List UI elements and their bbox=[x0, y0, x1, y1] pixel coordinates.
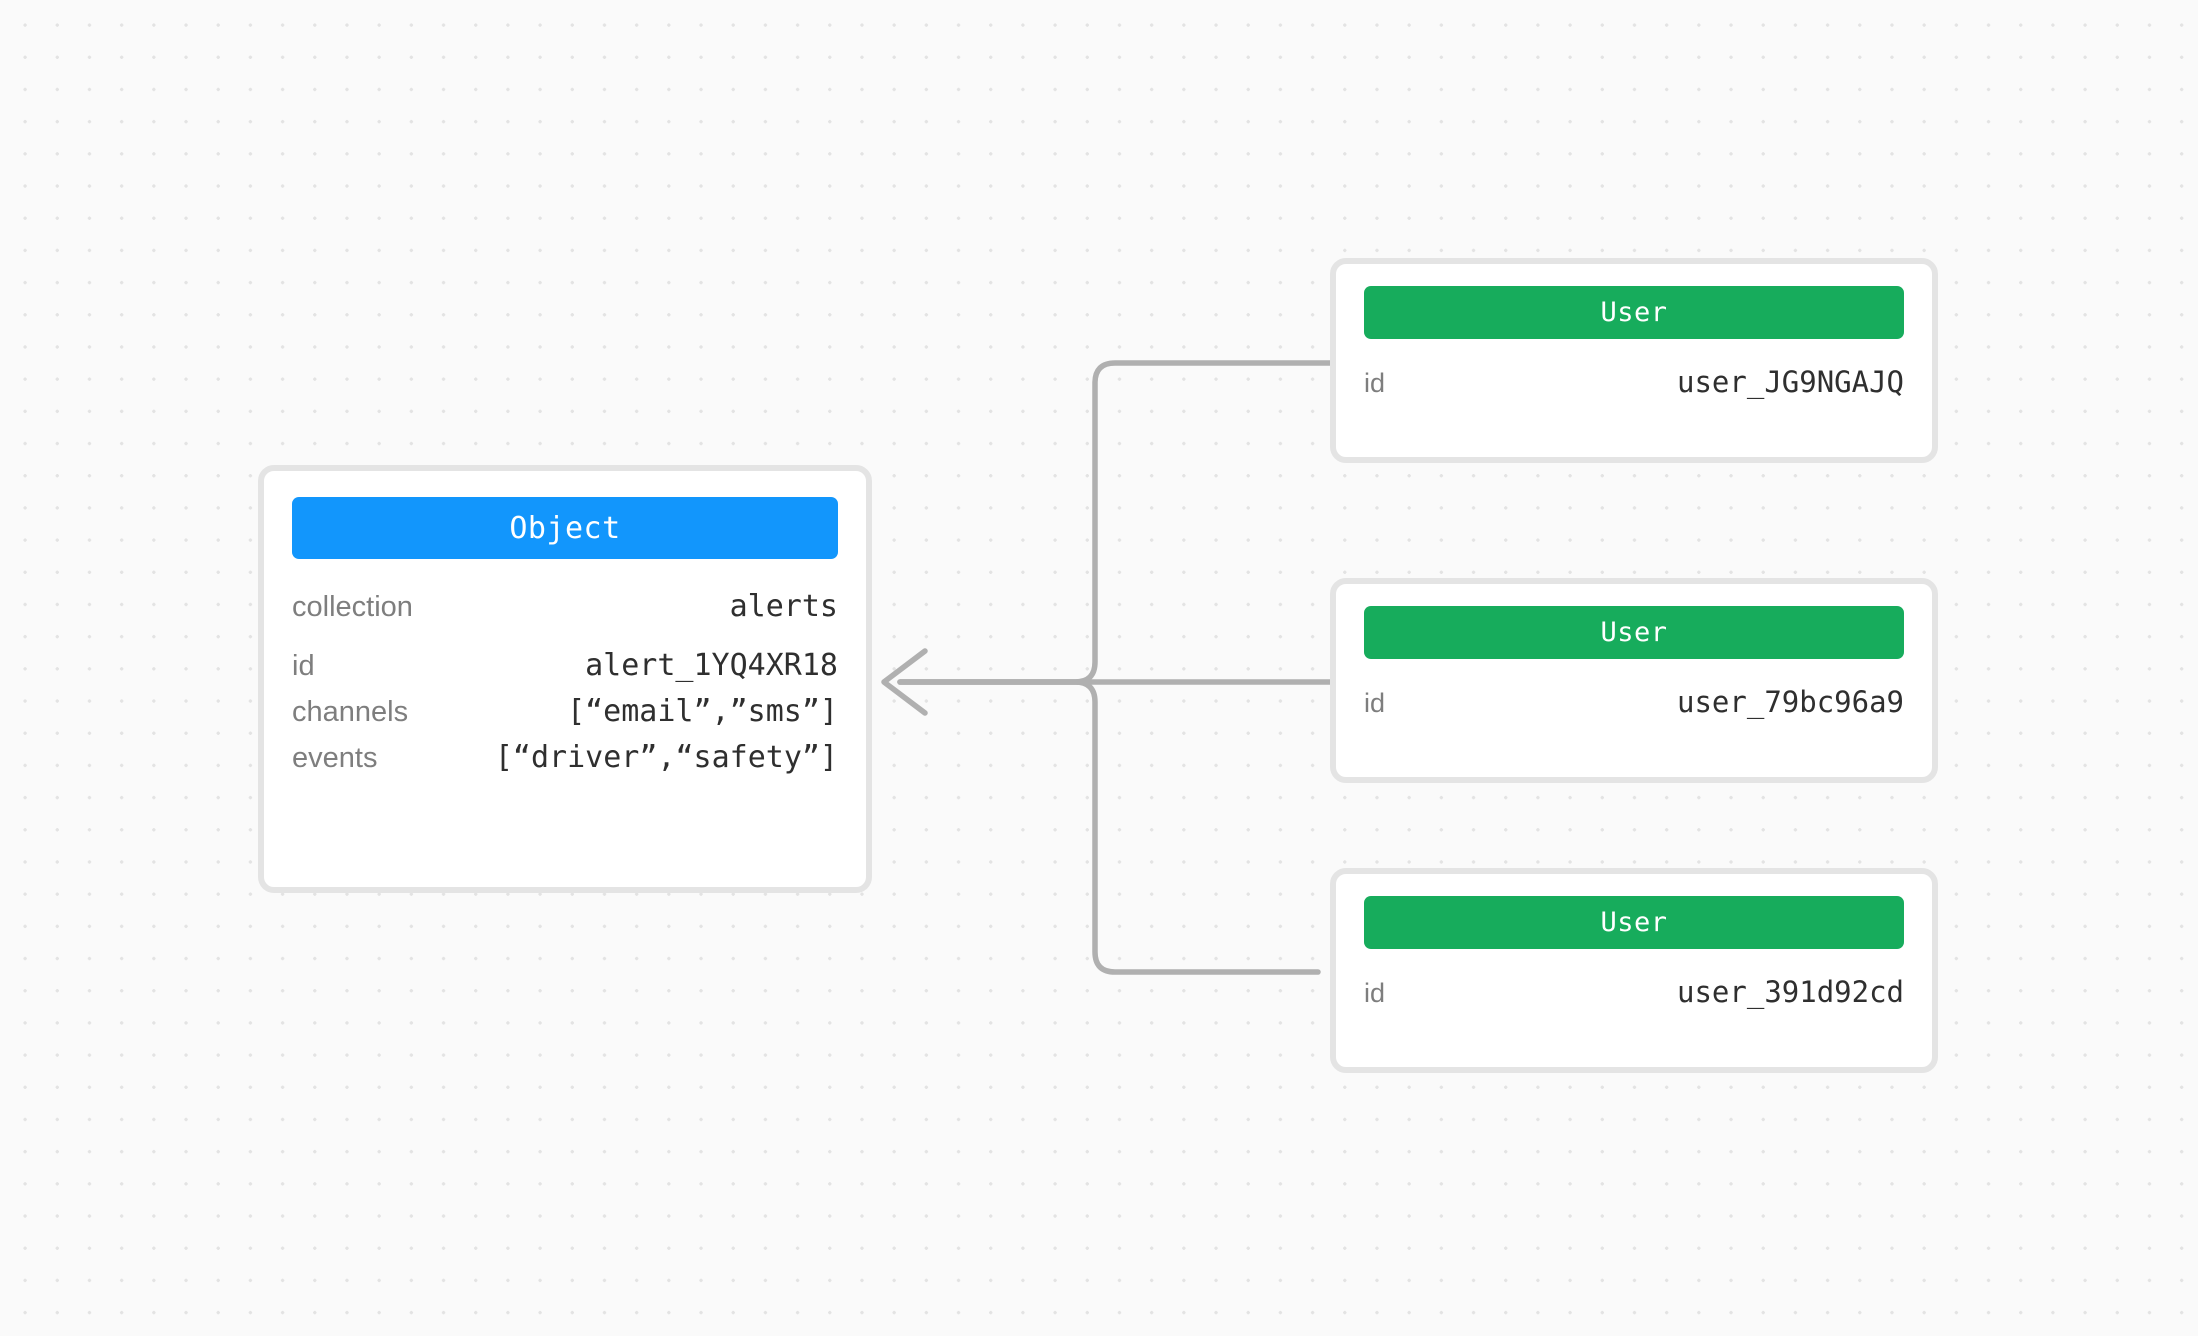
property-value: [“email”,”sms”] bbox=[567, 694, 838, 729]
connector-user-0 bbox=[897, 360, 1333, 685]
property-row-collection[interactable]: collection alerts bbox=[292, 589, 838, 624]
user-node-2-body: id user_391d92cd bbox=[1336, 949, 1932, 1009]
property-value: user_391d92cd bbox=[1677, 975, 1904, 1009]
property-row-id[interactable]: id user_79bc96a9 bbox=[1364, 685, 1904, 719]
user-node-0-header: User bbox=[1364, 286, 1904, 339]
property-row-events[interactable]: events [“driver”,“safety”] bbox=[292, 740, 838, 775]
property-key: id bbox=[292, 650, 315, 682]
connector-user-2 bbox=[897, 679, 1321, 975]
property-value: user_79bc96a9 bbox=[1677, 685, 1904, 719]
user-node-0-body: id user_JG9NGAJQ bbox=[1336, 339, 1932, 399]
object-node-header: Object bbox=[292, 497, 838, 559]
user-node-1[interactable]: User id user_79bc96a9 bbox=[1330, 578, 1938, 783]
property-value: user_JG9NGAJQ bbox=[1677, 365, 1904, 399]
property-key: id bbox=[1364, 688, 1386, 718]
user-node-1-body: id user_79bc96a9 bbox=[1336, 659, 1932, 719]
property-value: alert_1YQ4XR18 bbox=[585, 648, 838, 683]
user-node-1-header: User bbox=[1364, 606, 1904, 659]
property-key: channels bbox=[292, 696, 409, 728]
property-row-id[interactable]: id alert_1YQ4XR18 bbox=[292, 648, 838, 683]
property-row-id[interactable]: id user_391d92cd bbox=[1364, 975, 1904, 1009]
property-key: events bbox=[292, 742, 378, 774]
user-node-2-header: User bbox=[1364, 896, 1904, 949]
object-properties-group: id alert_1YQ4XR18 channels [“email”,”sms… bbox=[292, 648, 838, 775]
object-node[interactable]: Object collection alerts id alert_1YQ4XR… bbox=[258, 465, 872, 893]
object-primary-group: collection alerts bbox=[292, 589, 838, 624]
user-node-2[interactable]: User id user_391d92cd bbox=[1330, 868, 1938, 1073]
object-node-body: collection alerts id alert_1YQ4XR18 chan… bbox=[264, 559, 866, 775]
connector-arrowhead bbox=[881, 648, 928, 716]
property-key: id bbox=[1364, 978, 1386, 1008]
property-key: id bbox=[1364, 368, 1386, 398]
property-row-channels[interactable]: channels [“email”,”sms”] bbox=[292, 694, 838, 729]
property-value: alerts bbox=[729, 589, 838, 624]
property-row-id[interactable]: id user_JG9NGAJQ bbox=[1364, 365, 1904, 399]
property-value: [“driver”,“safety”] bbox=[494, 740, 838, 775]
user-node-0[interactable]: User id user_JG9NGAJQ bbox=[1330, 258, 1938, 463]
property-key: collection bbox=[292, 591, 413, 623]
